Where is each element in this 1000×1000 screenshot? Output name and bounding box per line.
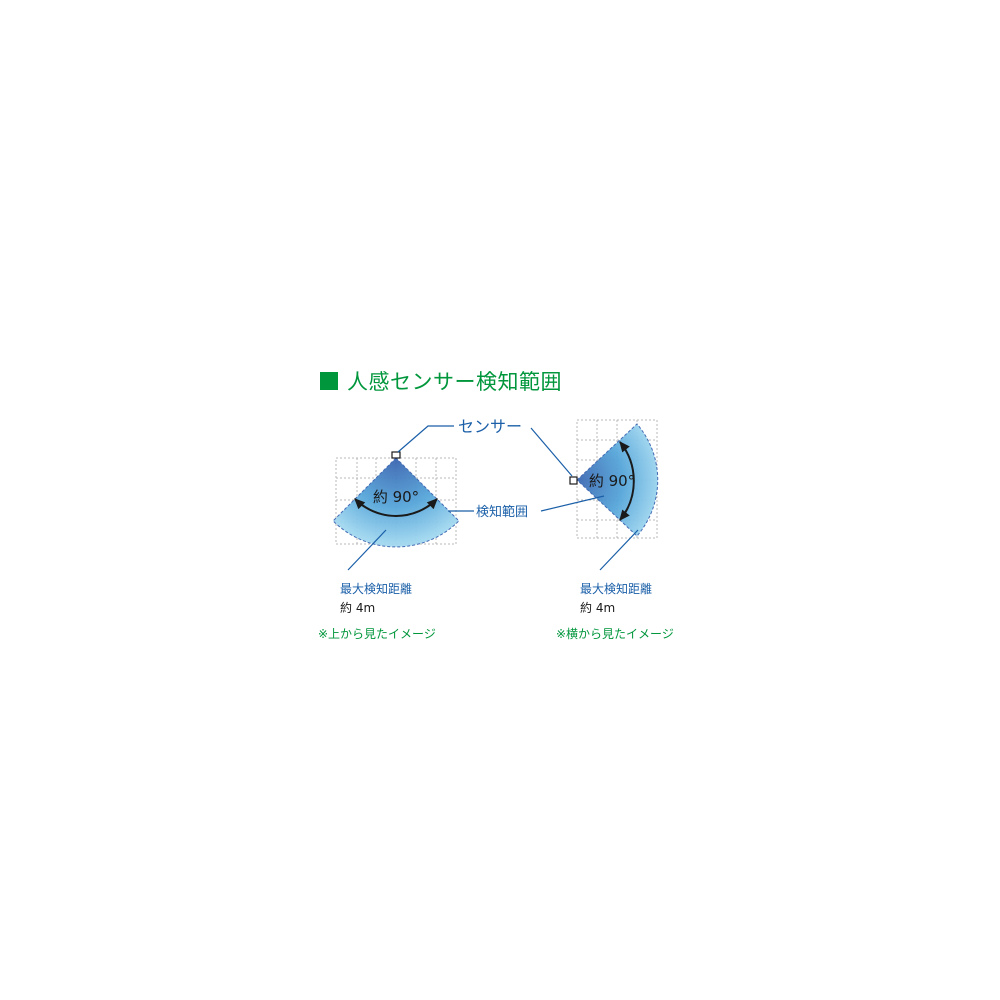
side-view-caption: ※横から見たイメージ: [556, 627, 674, 641]
top-view-angle-arc: [354, 498, 438, 517]
top-view-caption: ※上から見たイメージ: [318, 627, 436, 641]
max-distance-leader-side: [599, 529, 639, 571]
heading-title: 人感センサー検知範囲: [347, 370, 562, 394]
side-view-angle-label: 約 90°: [589, 472, 635, 490]
sensor-label: センサー: [458, 417, 522, 436]
detection-range-label: 検知範囲: [476, 504, 528, 520]
side-view-detection-fan: [576, 423, 659, 537]
sensor-leader-top: [397, 425, 454, 453]
section-heading: 人感センサー検知範囲: [320, 366, 562, 396]
side-view-max-distance-title: 最大検知距離: [580, 582, 652, 596]
top-view-sensor-icon: [391, 451, 401, 459]
range-leader-right: [540, 495, 605, 512]
leader-lines: [347, 425, 639, 571]
sensor-leader-side: [530, 427, 573, 477]
top-view-max-distance-value: 約 4m: [340, 600, 375, 615]
top-view-max-distance-title: 最大検知距離: [340, 582, 412, 596]
side-view-max-distance-value: 約 4m: [580, 600, 615, 615]
side-view-angle-arc: [619, 441, 635, 521]
max-distance-leader-top: [347, 529, 387, 571]
side-view-sensor-icon: [569, 476, 578, 485]
top-view-angle-label: 約 90°: [373, 488, 419, 506]
green-square-icon: [320, 372, 338, 390]
